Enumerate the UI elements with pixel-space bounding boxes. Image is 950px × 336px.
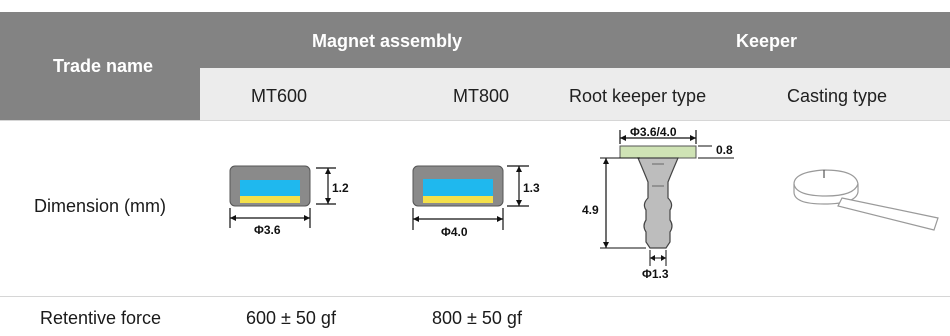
casting-disc — [793, 169, 859, 205]
trade-name-header: Trade name — [53, 56, 154, 76]
magnet-assembly-header: Magnet assembly — [312, 31, 463, 51]
root-top-label: Φ3.6/4.0 — [630, 125, 677, 139]
mt800-plate — [423, 196, 493, 203]
mt800-header: MT800 — [453, 86, 510, 106]
mt800-height-label: 1.3 — [523, 181, 540, 195]
mt600-diameter-label: Φ3.6 — [254, 223, 281, 237]
row-divider — [0, 296, 950, 297]
keeper-cap — [619, 145, 697, 159]
mt800-magnet — [423, 179, 493, 196]
mt600-height-label: 1.2 — [332, 181, 349, 195]
root-length-label: 4.9 — [582, 203, 599, 217]
trade-name-cell — [0, 68, 200, 120]
retentive-force-label: Retentive force — [40, 308, 162, 328]
casting-header: Casting type — [787, 86, 888, 106]
header-divider — [0, 120, 950, 121]
keeper-root — [637, 157, 679, 249]
dimension-label: Dimension (mm) — [34, 196, 167, 216]
mt600-header: MT600 — [251, 86, 308, 106]
root-keeper-header: Root keeper type — [569, 86, 707, 106]
mt600-diagram: 1.2 Φ3.6 — [229, 165, 349, 237]
root-bottom-label: Φ1.3 — [642, 267, 669, 281]
keeper-header: Keeper — [736, 31, 798, 51]
header-band — [0, 12, 950, 68]
mt800-force-value: 800 ± 50 gf — [432, 308, 522, 328]
casting-keeper-diagram — [793, 169, 939, 231]
mt600-force-value: 600 ± 50 gf — [246, 308, 336, 328]
mt800-diagram: 1.3 Φ4.0 — [412, 165, 540, 239]
subheader-band — [200, 68, 950, 120]
casting-bar — [837, 197, 939, 231]
root-cap-label: 0.8 — [716, 143, 733, 157]
mt800-diameter-label: Φ4.0 — [441, 225, 468, 239]
mt600-plate — [240, 196, 300, 203]
mt600-magnet — [240, 180, 300, 196]
root-keeper-diagram: Φ3.6/4.0 0.8 4.9 Φ1.3 — [582, 125, 734, 281]
